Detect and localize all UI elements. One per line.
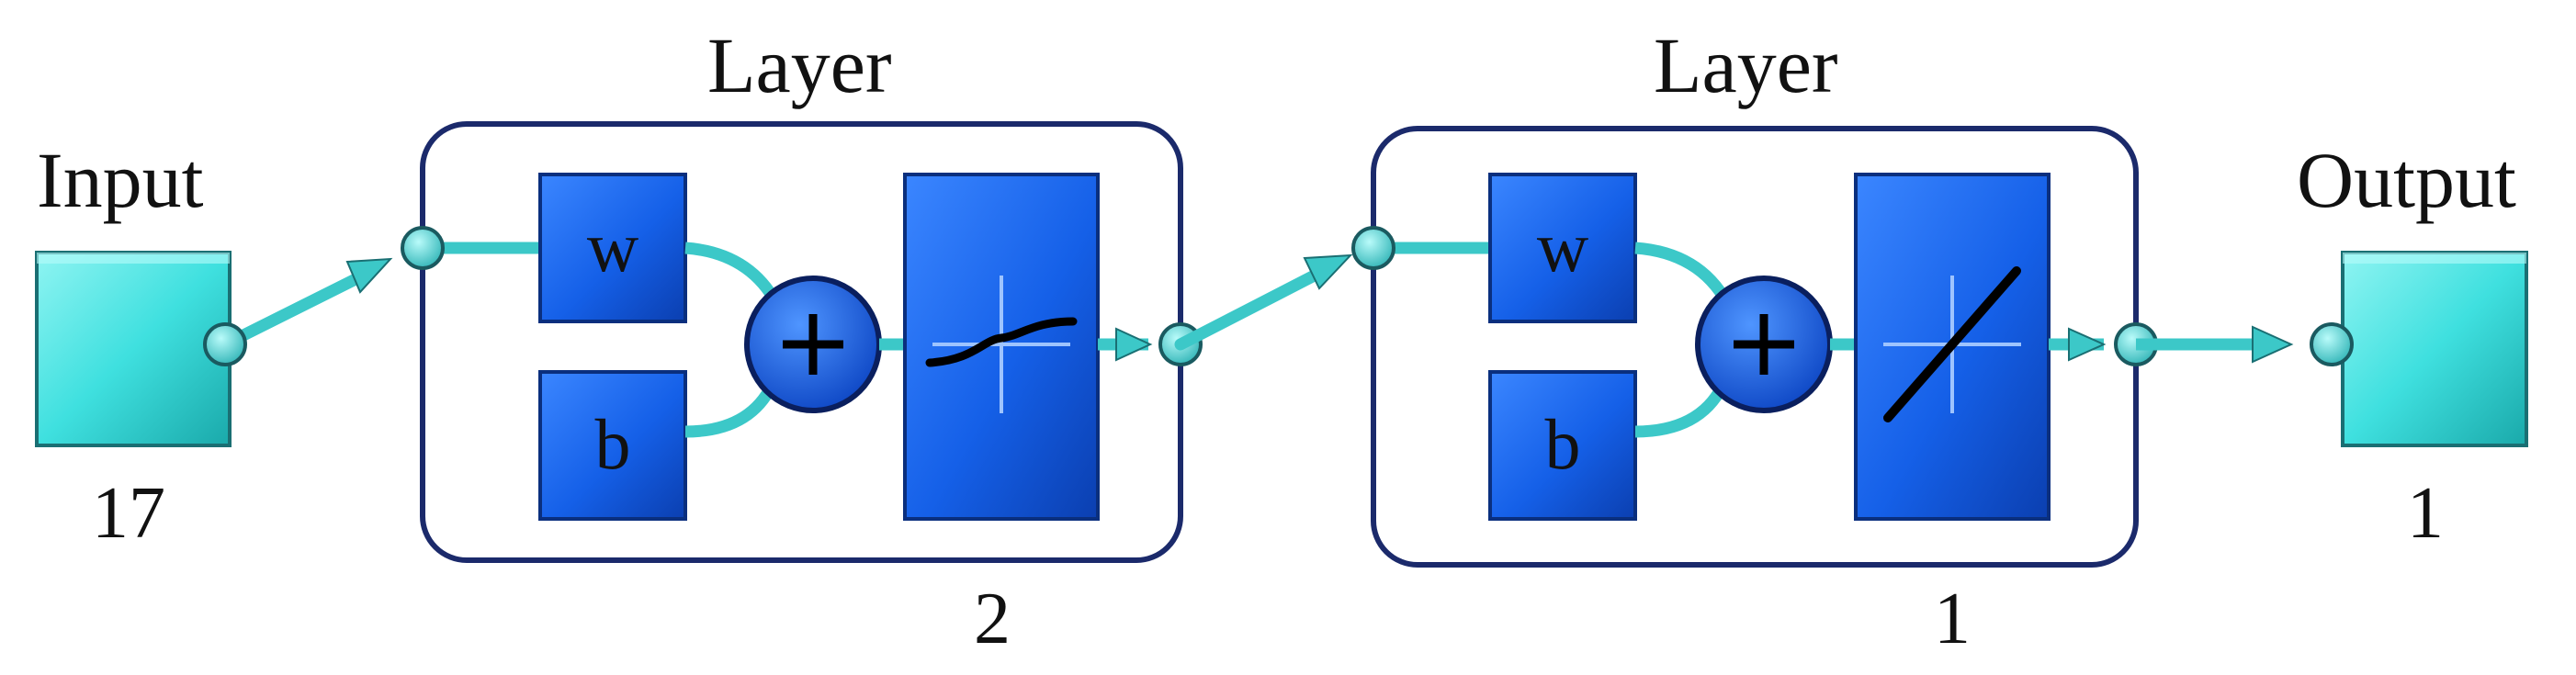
input-box xyxy=(35,251,232,447)
output-layer-number: 1 xyxy=(1934,579,1971,659)
arrow-icon xyxy=(2068,327,2107,362)
port-dot-icon xyxy=(1351,226,1395,270)
output-layer: Layer w b 1 xyxy=(1351,21,2158,659)
port-dot-icon xyxy=(203,322,247,366)
input-node: Input 17 xyxy=(35,136,232,554)
hidden-layer-number: 2 xyxy=(974,579,1011,659)
bias-label: b xyxy=(595,404,631,484)
output-label: Output xyxy=(2297,136,2516,224)
input-size: 17 xyxy=(92,473,165,554)
weight-label: w xyxy=(587,207,638,287)
weight-block xyxy=(538,173,687,323)
linear-curve-icon xyxy=(1883,266,2021,422)
output-layer-title: Layer xyxy=(1654,21,1838,109)
bias-block xyxy=(538,370,687,521)
arrow-icon xyxy=(345,257,393,294)
arrow-icon xyxy=(1115,327,1153,362)
port-dot-icon xyxy=(401,226,445,270)
connection-layer1-to-output xyxy=(2136,325,2294,364)
arrow-icon xyxy=(1303,253,1353,290)
port-dot-icon xyxy=(2310,322,2354,366)
connection-input-to-layer2 xyxy=(203,257,393,366)
tansig-curve-icon xyxy=(925,317,1078,367)
output-size: 1 xyxy=(2407,473,2444,554)
bias-block xyxy=(1488,370,1637,521)
output-node: Output 1 xyxy=(2297,136,2528,554)
weight-label: w xyxy=(1537,207,1588,287)
hidden-layer: Layer w b 2 xyxy=(401,21,1203,659)
arrow-icon xyxy=(2252,325,2294,364)
bias-label: b xyxy=(1545,404,1581,484)
hidden-layer-title: Layer xyxy=(707,21,892,109)
connection-layer2-to-layer1 xyxy=(1174,253,1353,351)
input-label: Input xyxy=(37,136,204,224)
output-box xyxy=(2341,251,2528,447)
